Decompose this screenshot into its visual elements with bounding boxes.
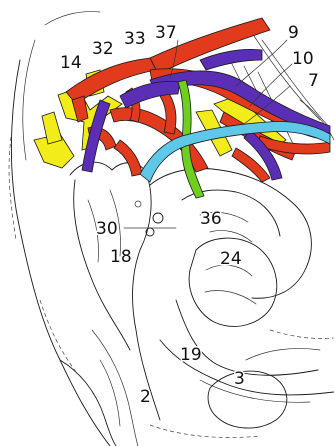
label-3: 3	[234, 369, 245, 389]
label-18: 18	[110, 247, 132, 267]
label-7: 7	[308, 71, 319, 91]
label-33: 33	[124, 29, 146, 49]
label-10: 10	[292, 49, 314, 69]
label-30: 30	[96, 219, 118, 239]
label-9: 9	[288, 23, 299, 43]
label-19: 19	[180, 345, 202, 365]
label-32: 32	[92, 39, 114, 59]
label-36: 36	[200, 209, 222, 229]
label-14: 14	[60, 53, 82, 73]
label-2: 2	[140, 387, 151, 407]
label-24: 24	[220, 249, 242, 269]
label-37: 37	[155, 23, 177, 43]
